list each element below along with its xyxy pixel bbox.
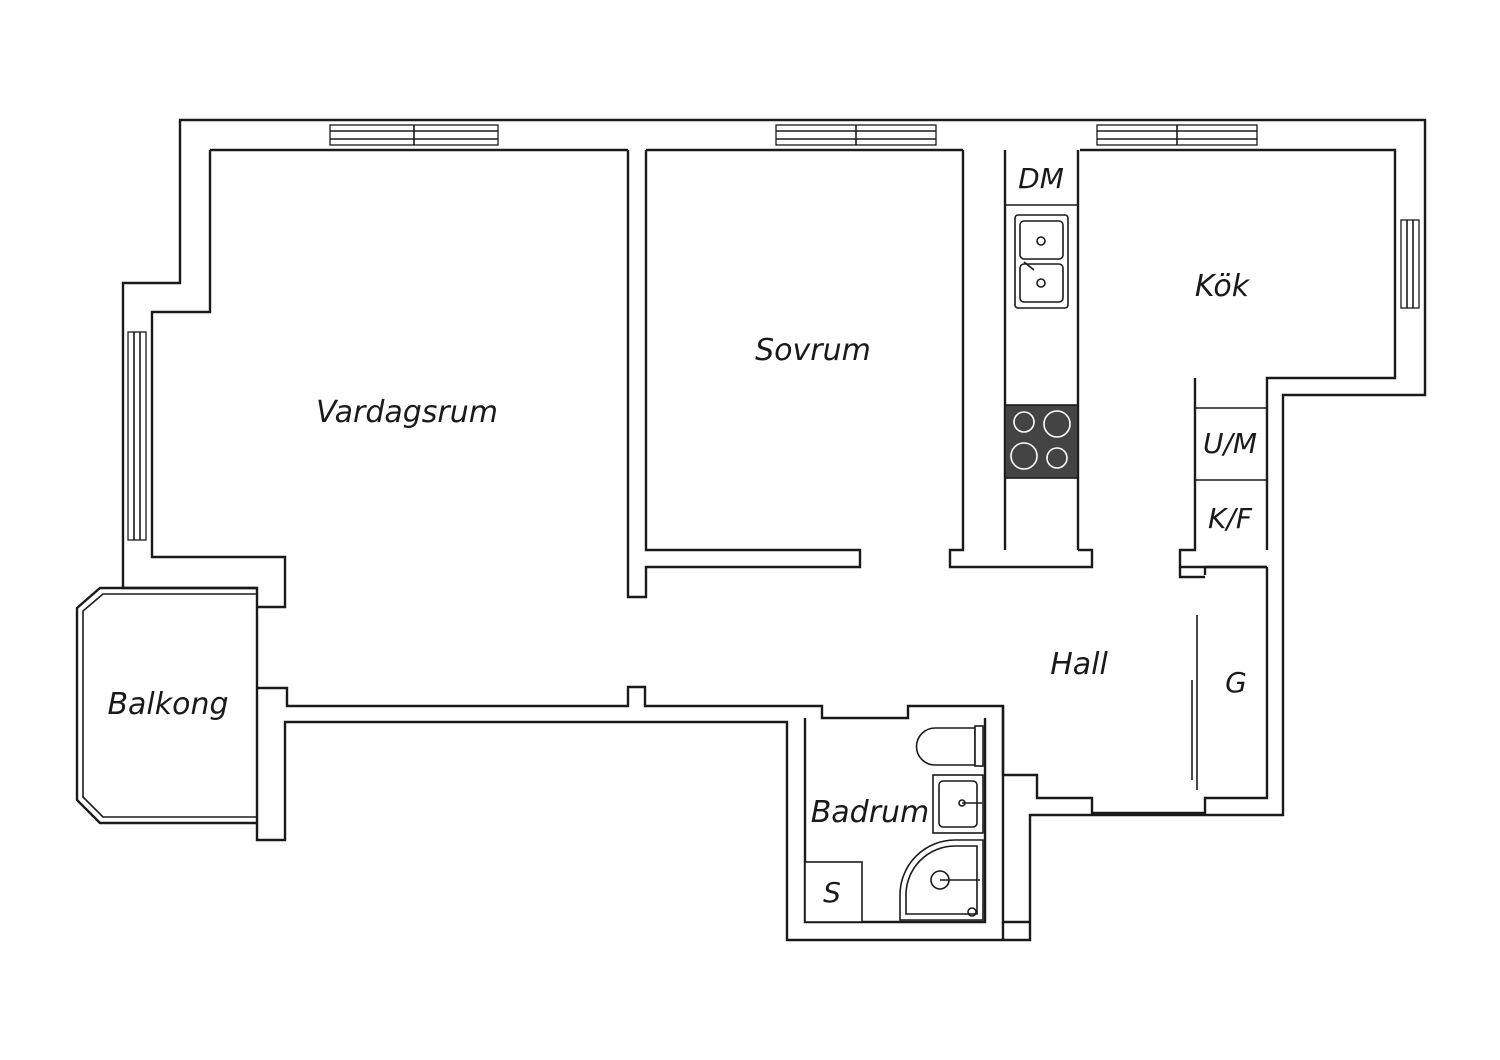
shower [899,839,984,921]
window-vardagsrum-left [127,331,147,541]
label-hall: Hall [1050,647,1108,682]
label-kf: K/F [1208,502,1253,535]
window-kok-right [1400,219,1420,309]
windows [127,124,1420,541]
storage-cabinet [804,861,863,923]
washbasin [932,774,984,834]
label-kok: Kök [1195,269,1251,304]
label-badrum: Badrum [811,795,930,830]
label-dm: DM [1018,162,1064,195]
label-g: G [1225,666,1247,699]
label-um: U/M [1203,427,1257,460]
label-balkong: Balkong [107,687,228,722]
room-labels: Vardagsrum Sovrum Kök Hall Badrum Balkon… [107,269,1250,830]
label-vardagsrum: Vardagsrum [316,395,498,430]
window-vardagsrum-top [329,124,499,146]
interior-walls [626,150,1267,940]
stove [1004,404,1079,479]
kitchen-fixtures [1004,204,1267,481]
label-sovrum: Sovrum [755,333,871,368]
balcony [75,586,257,825]
bathroom-fixtures [804,725,984,923]
sink [1014,214,1069,309]
window-kok-top [1096,124,1258,146]
window-sovrum-top [775,124,937,146]
closet-doors [1191,615,1198,790]
outer-wall [121,118,1427,942]
toilet [915,725,984,767]
fixture-labels: DM U/M K/F G S [823,162,1257,909]
label-s: S [823,876,841,909]
